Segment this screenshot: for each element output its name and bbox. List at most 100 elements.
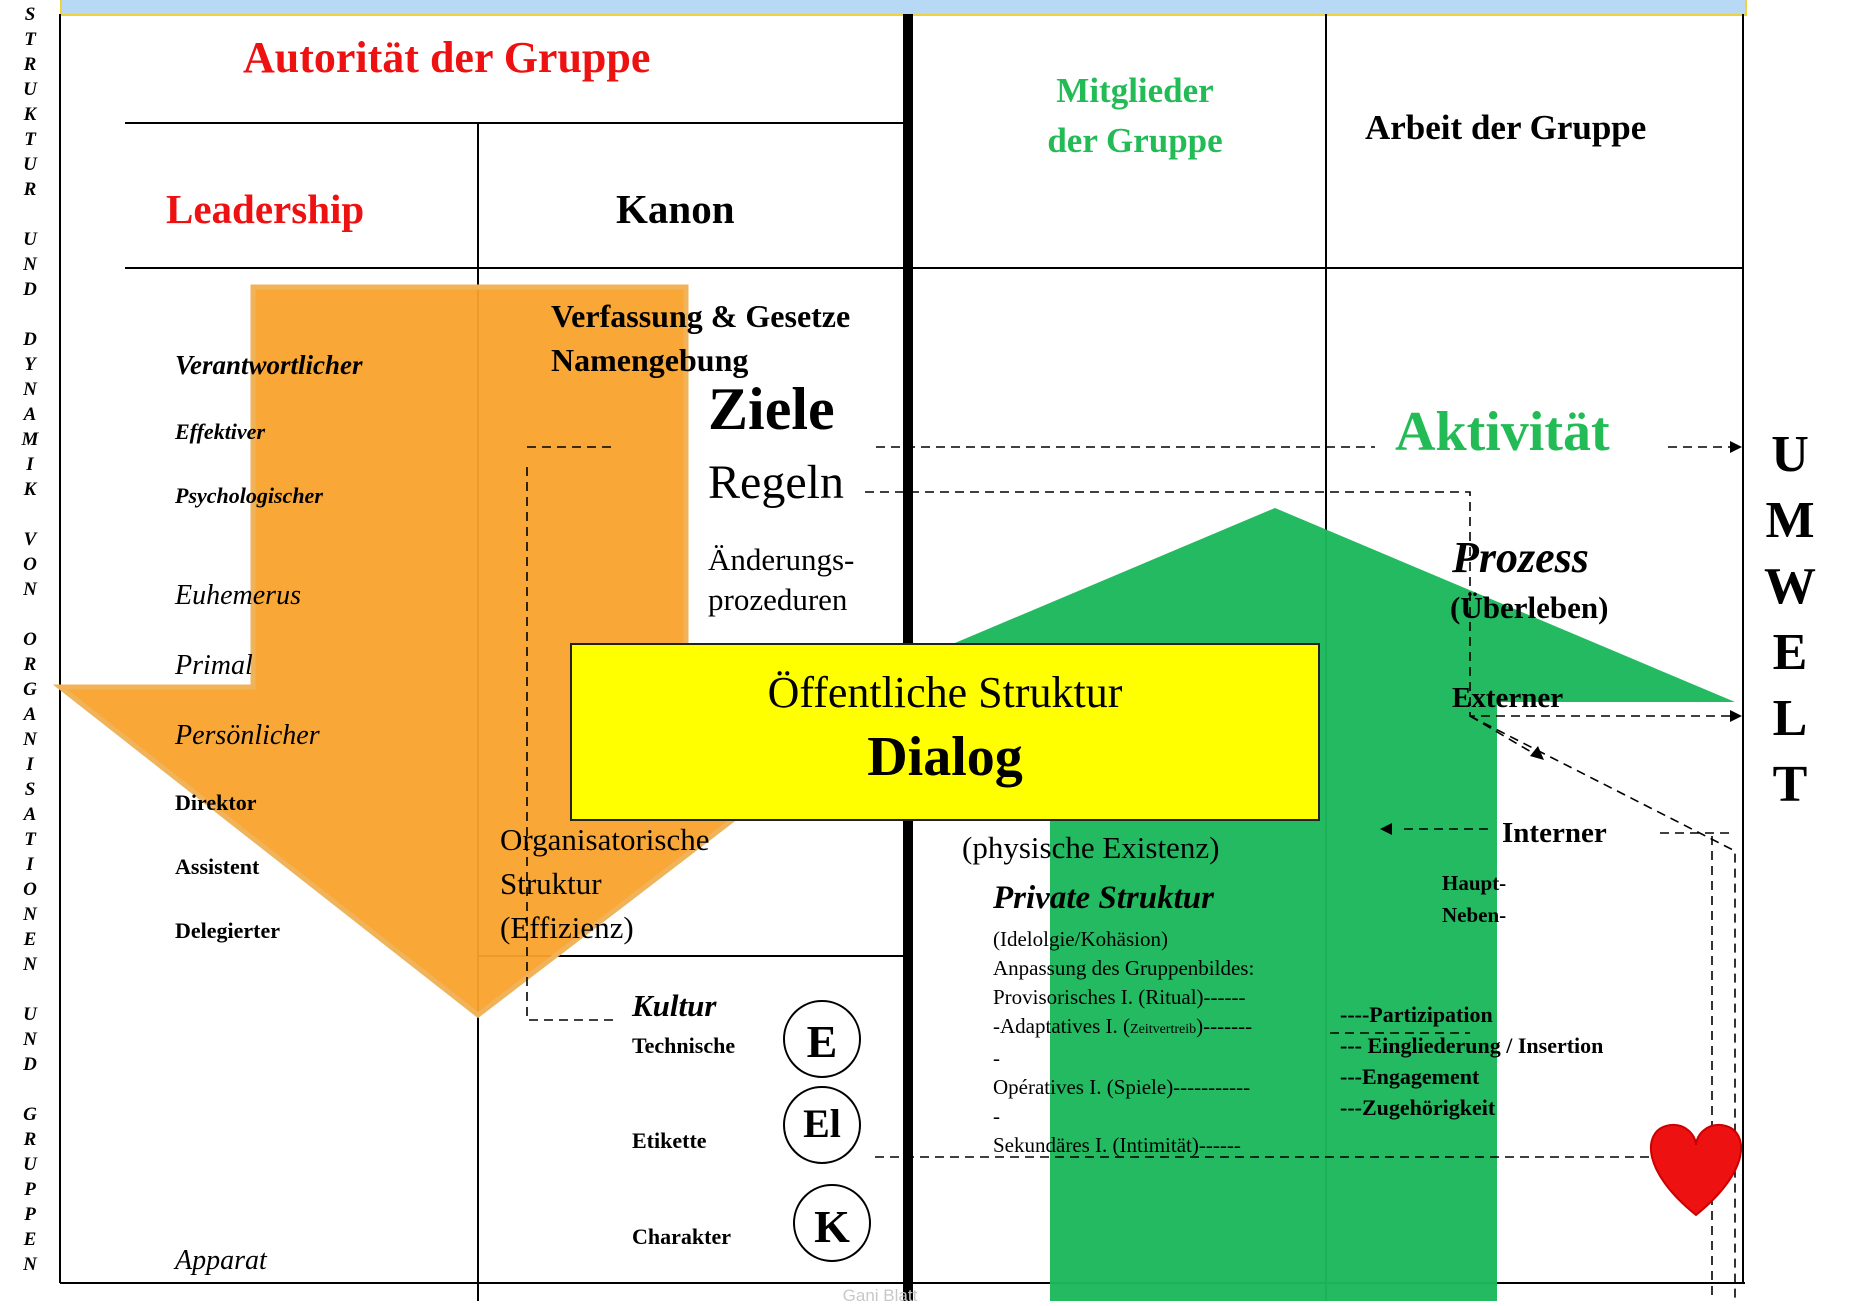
work-neben: Neben- xyxy=(1442,903,1507,927)
item-effektiver: Effektiver xyxy=(175,419,266,444)
work-prozess: Prozess xyxy=(1452,533,1589,582)
side-letter: U xyxy=(23,154,37,175)
side-letter: P xyxy=(24,1179,36,1200)
work-interner: Interner xyxy=(1502,817,1607,850)
side-letter: S xyxy=(24,4,36,25)
side-letter: D xyxy=(23,1054,37,1075)
item-primal: Primal xyxy=(175,650,253,681)
item-verantwortlicher: Verantwortlicher xyxy=(175,350,363,380)
side-letter: O xyxy=(23,879,37,900)
work-zugehoerigkeit: ---Zugehörigkeit xyxy=(1340,1095,1496,1120)
side-letter: N xyxy=(23,1254,37,1275)
header-kanon: Kanon xyxy=(616,186,735,232)
side-letter: I xyxy=(26,754,34,775)
side-letter: R xyxy=(23,1129,37,1150)
side-letter: A xyxy=(23,404,37,425)
public-structure-box: Öffentliche Struktur Dialog xyxy=(570,643,1320,821)
item-delegierter: Delegierter xyxy=(175,918,281,943)
members-dash1: - xyxy=(993,1046,1000,1070)
item-euhemerus: Euhemerus xyxy=(175,580,301,611)
side-letter: T xyxy=(24,829,36,850)
kanon-aenderungs-line1: Änderungs- xyxy=(708,542,855,577)
item-persoenlicher: Persönlicher xyxy=(175,720,320,751)
item-assistent: Assistent xyxy=(175,854,260,879)
side-letter: N xyxy=(23,379,37,400)
header-arbeit: Arbeit der Gruppe xyxy=(1365,108,1647,147)
circle-k xyxy=(793,1184,871,1262)
work-engagement: ---Engagement xyxy=(1340,1064,1480,1089)
header-mitglieder-line1: Mitglieder xyxy=(1056,71,1214,110)
work-eingliederung: --- Eingliederung / Insertion xyxy=(1340,1033,1604,1058)
side-letter: N xyxy=(23,954,37,975)
dialog-label: Dialog xyxy=(867,726,1023,788)
side-letter: Y xyxy=(24,354,36,375)
side-letter: S xyxy=(24,779,36,800)
circle-e xyxy=(783,1000,861,1078)
side-letter: U xyxy=(23,1154,37,1175)
side-letter: D xyxy=(23,329,37,350)
members-physische: (physische Existenz) xyxy=(962,830,1220,865)
kanon-organisatorische: Organisatorische Struktur (Effizienz) xyxy=(500,818,709,950)
item-apparat: Apparat xyxy=(175,1245,267,1276)
members-private-struktur: Private Struktur xyxy=(993,880,1214,916)
footer-author: Gani Blatt xyxy=(842,1286,918,1305)
umwelt-letter: T xyxy=(1772,756,1808,813)
side-letter: U xyxy=(23,79,37,100)
circle-el-label: El xyxy=(803,1101,841,1146)
kanon-charakter: Charakter xyxy=(632,1224,731,1249)
side-letter: N xyxy=(23,1029,37,1050)
members-ideologie: (Idelolgie/Kohäsion) xyxy=(993,927,1168,951)
circle-el xyxy=(783,1086,861,1164)
kanon-aenderungs: Änderungs- prozeduren xyxy=(708,540,854,620)
members-sekundaer: Sekundäres I. (Intimität)------ xyxy=(993,1133,1241,1157)
kanon-regeln: Regeln xyxy=(708,456,844,509)
kanon-etikette: Etikette xyxy=(632,1128,707,1153)
side-letter: E xyxy=(23,929,37,950)
side-letter: M xyxy=(21,429,39,450)
side-letter: N xyxy=(23,904,37,925)
side-letter: K xyxy=(23,104,37,125)
item-direktor: Direktor xyxy=(175,790,257,815)
members-adaptativ: -Adaptatives I. (Zeitvertreib)------- xyxy=(993,1014,1252,1038)
item-psychologischer: Psychologischer xyxy=(175,483,323,508)
umwelt-letter: M xyxy=(1765,492,1815,549)
side-letter: I xyxy=(26,454,34,475)
green-up-arrow xyxy=(815,508,1735,1301)
header-mitglieder-line2: der Gruppe xyxy=(1047,121,1223,160)
work-aktivitaet: Aktivität xyxy=(1395,401,1610,463)
kanon-ziele: Ziele xyxy=(708,376,835,442)
orange-down-arrow xyxy=(52,284,914,1019)
work-haupt: Haupt- xyxy=(1442,871,1507,895)
kanon-namengebung: Namengebung xyxy=(551,342,749,378)
header-mitglieder: Mitglieder der Gruppe xyxy=(1000,66,1270,166)
umwelt-letter: U xyxy=(1771,426,1809,483)
side-letter: N xyxy=(23,579,37,600)
side-letter: R xyxy=(23,54,37,75)
header-leadership: Leadership xyxy=(166,186,365,232)
side-letter: G xyxy=(23,1104,37,1125)
members-adaptativ-text: -Adaptatives I. ( xyxy=(993,1014,1131,1038)
side-letter: I xyxy=(26,854,34,875)
kanon-verfassung: Verfassung & Gesetze xyxy=(551,298,851,334)
work-list: ----Partizipation --- Eingliederung / In… xyxy=(1340,999,1603,1123)
side-letter: U xyxy=(23,1004,37,1025)
kanon-technische: Technische xyxy=(632,1033,736,1058)
public-structure-label: Öffentliche Struktur xyxy=(767,668,1123,717)
kanon-org-line3: (Effizienz) xyxy=(500,910,634,945)
heart-icon xyxy=(1649,1123,1743,1217)
work-ueberleben: (Überleben) xyxy=(1450,590,1609,625)
side-letter: K xyxy=(23,479,37,500)
side-letter: T xyxy=(24,29,36,50)
side-letter: U xyxy=(23,229,37,250)
side-letter: T xyxy=(24,129,36,150)
side-letter: R xyxy=(23,654,37,675)
side-letter: A xyxy=(23,804,37,825)
umwelt-letter: E xyxy=(1772,624,1808,681)
side-letter: V xyxy=(23,529,37,550)
kanon-kultur: Kultur xyxy=(632,988,717,1023)
side-letter: D xyxy=(23,279,37,300)
side-letter: G xyxy=(23,679,37,700)
members-adaptativ-small: Zeitvertreib xyxy=(1130,1022,1197,1037)
